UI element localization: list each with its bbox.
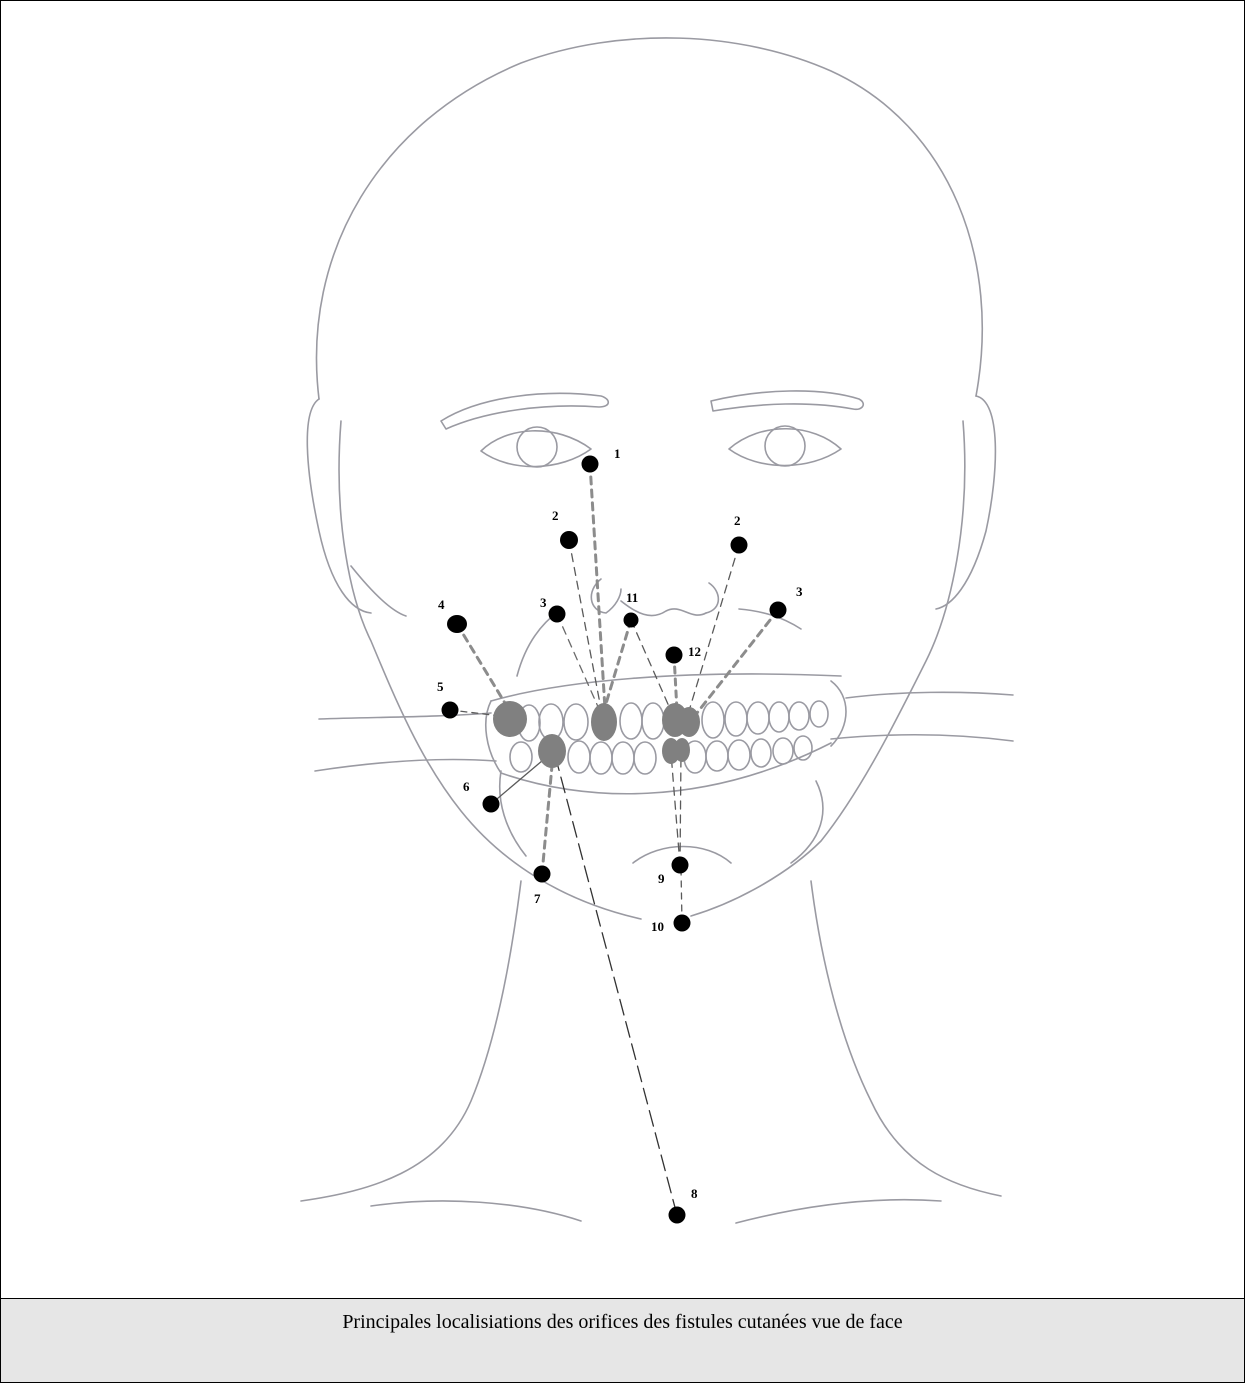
retractor-lower-left [315, 759, 496, 771]
tract-4 [457, 624, 511, 713]
tract-9-b [680, 753, 681, 865]
tract-8 [555, 755, 677, 1215]
dental-focus-incisor-upper-right [678, 707, 700, 737]
label-4: 4 [438, 597, 445, 612]
left-ear [307, 399, 371, 613]
orifice-labels: 1 2 2 3 3 4 5 6 7 8 9 10 11 12 [437, 446, 803, 1201]
right-eyebrow [711, 391, 863, 411]
retractor-lower-right [831, 735, 1013, 741]
face-left-cheek [339, 421, 641, 919]
left-eyebrow [441, 393, 608, 429]
left-eye [481, 431, 591, 467]
orifice-4 [447, 615, 467, 633]
orifice-5 [442, 702, 459, 719]
tract-3-right [697, 610, 778, 713]
tract-2-right [689, 545, 739, 711]
orifice-12 [666, 647, 683, 664]
label-5: 5 [437, 679, 444, 694]
cutaneous-orifices [442, 456, 787, 1224]
right-iris [765, 426, 805, 466]
neck-left [301, 881, 521, 1201]
label-9: 9 [658, 871, 665, 886]
jaw-line-right [791, 781, 823, 863]
mouth-right-corner [831, 681, 846, 746]
face-outline [301, 38, 1013, 1223]
cranium-outline [316, 38, 982, 399]
dental-focus-left-premolar-lower [538, 734, 566, 768]
tract-11-b [631, 620, 671, 711]
orifice-6 [483, 796, 500, 813]
label-10: 10 [651, 919, 664, 934]
dental-focus-left-molar [493, 701, 527, 737]
tract-1 [590, 464, 605, 709]
dental-focus-left-canine [591, 703, 617, 741]
face-right-cheek [691, 421, 965, 916]
tract-3-left [557, 614, 599, 709]
right-eye [729, 429, 841, 466]
orifice-9 [672, 857, 689, 874]
illustration-panel: 1 2 2 3 3 4 5 6 7 8 9 10 11 12 [1, 1, 1244, 1299]
tract-7 [542, 755, 553, 874]
orifice-10 [674, 915, 691, 932]
orifice-7 [534, 866, 551, 883]
face-fistula-diagram: 1 2 2 3 3 4 5 6 7 8 9 10 11 12 [1, 1, 1244, 1298]
orifice-1 [582, 456, 599, 473]
label-1: 1 [614, 446, 621, 461]
clavicle-left [371, 1201, 581, 1221]
orifice-8 [669, 1207, 686, 1224]
upper-lip [491, 674, 841, 701]
label-2-left: 2 [552, 508, 559, 523]
orifice-11 [624, 613, 639, 628]
label-3-left: 3 [540, 595, 547, 610]
label-7: 7 [534, 891, 541, 906]
orifice-3-right [770, 602, 787, 619]
label-2-right: 2 [734, 513, 741, 528]
caption-panel: Principales localisiations des orifices … [1, 1299, 1244, 1382]
neck-right [811, 881, 1001, 1196]
jaw-line-left [500, 771, 526, 856]
dental-focus-incisor-lower-right [674, 738, 690, 762]
tract-9 [671, 753, 680, 865]
tract-11 [605, 620, 631, 707]
right-ear [936, 396, 995, 609]
label-6: 6 [463, 779, 470, 794]
nose-right-ala [706, 583, 718, 613]
retractor-upper-right [846, 692, 1013, 698]
label-12: 12 [688, 644, 701, 659]
dental-foci [493, 701, 700, 768]
label-8: 8 [691, 1186, 698, 1201]
label-3-right: 3 [796, 584, 803, 599]
figure-caption: Principales localisiations des orifices … [1, 1311, 1244, 1334]
left-iris [517, 427, 557, 467]
orifice-2-left [560, 531, 578, 549]
clavicle-right [736, 1200, 941, 1223]
fistula-tracts [450, 464, 778, 1215]
label-11: 11 [626, 590, 638, 605]
orifice-2-right [731, 537, 748, 554]
nose-left-ala [591, 579, 621, 613]
orifice-3-left [549, 606, 566, 623]
